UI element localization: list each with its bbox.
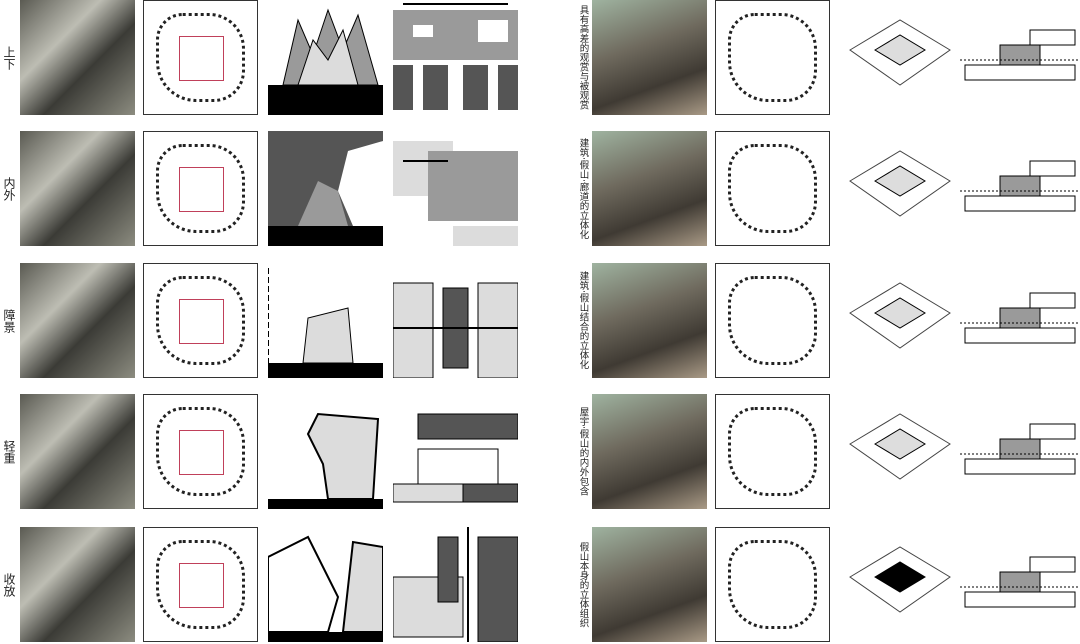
section-diagram	[268, 263, 383, 378]
axonometric-drawing	[840, 394, 955, 509]
row-label: 建筑·假山结合的立体化	[577, 271, 589, 370]
highlight-box	[179, 36, 224, 81]
highlight-box	[179, 563, 224, 608]
rockery-photo	[20, 263, 135, 378]
elevation-diagram	[960, 527, 1080, 642]
spatial-diagram	[393, 263, 518, 378]
floor-plan	[715, 527, 830, 642]
garden-photo	[592, 131, 707, 246]
row-label: 内外	[2, 176, 16, 201]
highlight-box	[179, 167, 224, 212]
spatial-diagram	[393, 131, 518, 246]
site-plan	[143, 394, 258, 509]
floor-plan	[715, 131, 830, 246]
section-diagram	[268, 394, 383, 509]
row-label: 屋宇·假山的内外包含	[577, 407, 589, 496]
spatial-diagram	[393, 394, 518, 509]
axonometric-drawing	[840, 263, 955, 378]
rockery-photo	[20, 0, 135, 115]
floor-plan	[715, 394, 830, 509]
row-label: 轻重	[2, 439, 16, 464]
section-diagram	[268, 0, 383, 115]
section-diagram	[268, 527, 383, 642]
elevation-diagram	[960, 0, 1080, 115]
garden-photo	[592, 0, 707, 115]
row-label: 建筑·假山·廊道的立体化	[577, 137, 589, 240]
site-plan	[143, 131, 258, 246]
floor-plan	[715, 0, 830, 115]
row-label: 假山本身的立体组织	[577, 541, 589, 628]
axonometric-drawing	[840, 131, 955, 246]
row-label: 上下	[2, 45, 16, 70]
site-plan	[143, 527, 258, 642]
highlight-box	[179, 299, 224, 344]
elevation-diagram	[960, 394, 1080, 509]
section-diagram	[268, 131, 383, 246]
elevation-diagram	[960, 131, 1080, 246]
axonometric-drawing	[840, 0, 955, 115]
spatial-diagram	[393, 0, 518, 115]
highlight-box	[179, 430, 224, 475]
row-label: 障景	[2, 308, 16, 333]
site-plan	[143, 0, 258, 115]
garden-photo	[592, 527, 707, 642]
row-label: 收放	[2, 572, 16, 597]
garden-photo	[592, 263, 707, 378]
garden-photo	[592, 394, 707, 509]
floor-plan	[715, 263, 830, 378]
axonometric-drawing	[840, 527, 955, 642]
rockery-photo	[20, 131, 135, 246]
row-label: 具有高差的观赏与被观赏	[577, 5, 589, 110]
spatial-diagram	[393, 527, 518, 642]
site-plan	[143, 263, 258, 378]
rockery-photo	[20, 394, 135, 509]
rockery-photo	[20, 527, 135, 642]
elevation-diagram	[960, 263, 1080, 378]
